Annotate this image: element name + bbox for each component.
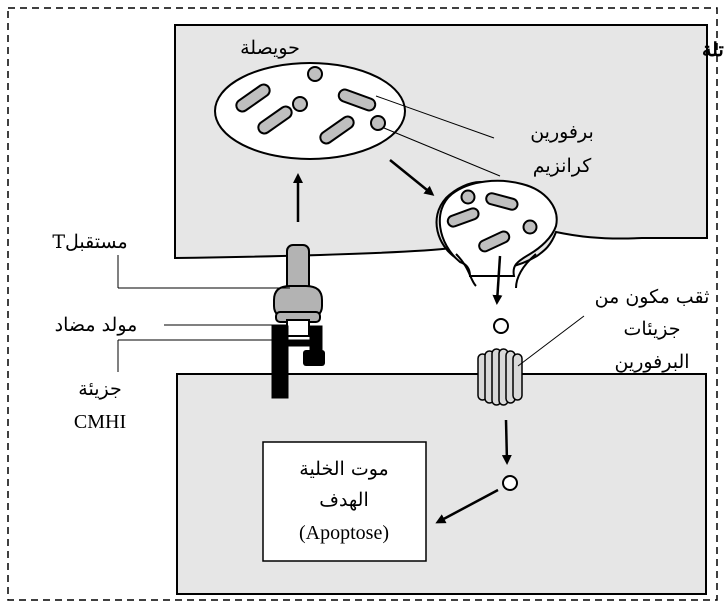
pointer-perforin [375, 95, 495, 139]
cell-death-box [262, 441, 427, 562]
label-pore-line2: جزيئات [624, 318, 681, 340]
label-pore-line3: البرفورين [614, 351, 689, 373]
granule-rod [257, 105, 293, 135]
pointer-granzyme [383, 127, 501, 177]
label-cmh-line1: جزيئة [78, 378, 121, 400]
arrow-vesicle-to-bud [389, 159, 435, 196]
granule-rod [337, 88, 377, 112]
granule-dot [460, 189, 476, 205]
granule-rod [478, 230, 511, 253]
label-perforin: برفورين [530, 121, 594, 143]
label-death-line1: موت الخلية [299, 458, 388, 480]
label-tc-cell: لمفاوية Tc قاتلة [702, 39, 725, 61]
bud-membrane [455, 253, 537, 289]
arrow-pore-to-dot [501, 419, 512, 465]
label-vesicle: حويصلة [240, 37, 300, 59]
label-t-receptor: مستقبلT [52, 231, 127, 253]
released-perforin [493, 318, 509, 334]
granule-rod [446, 207, 480, 228]
granule-dot [370, 115, 386, 131]
antigen [286, 319, 310, 337]
label-granzyme: كرانزيم [533, 155, 592, 177]
perforin-pore [477, 348, 523, 406]
granule-rod [235, 83, 271, 113]
granule-dot [292, 96, 308, 112]
released-perforin [502, 475, 518, 491]
granule-rod [485, 192, 519, 211]
label-cmh-line2: CMHI [74, 411, 126, 433]
arrow-bud-to-release [492, 255, 503, 305]
label-antigen: مولد مضاد [55, 314, 138, 336]
pointer-pore [517, 315, 585, 367]
cmh-molecule-foot [303, 350, 325, 366]
target-cell [176, 373, 707, 595]
outer-frame [7, 7, 718, 601]
label-pore-line1: ثقب مكون من [595, 286, 710, 308]
granule-dot [522, 219, 538, 235]
granule-dot [307, 66, 323, 82]
label-death-line2: الهدف [319, 489, 369, 511]
arrow-dot-to-death [435, 488, 499, 524]
label-death-line3: (Apoptose) [299, 522, 389, 544]
granule-rod [319, 115, 355, 145]
fusing-vesicle [438, 179, 558, 277]
